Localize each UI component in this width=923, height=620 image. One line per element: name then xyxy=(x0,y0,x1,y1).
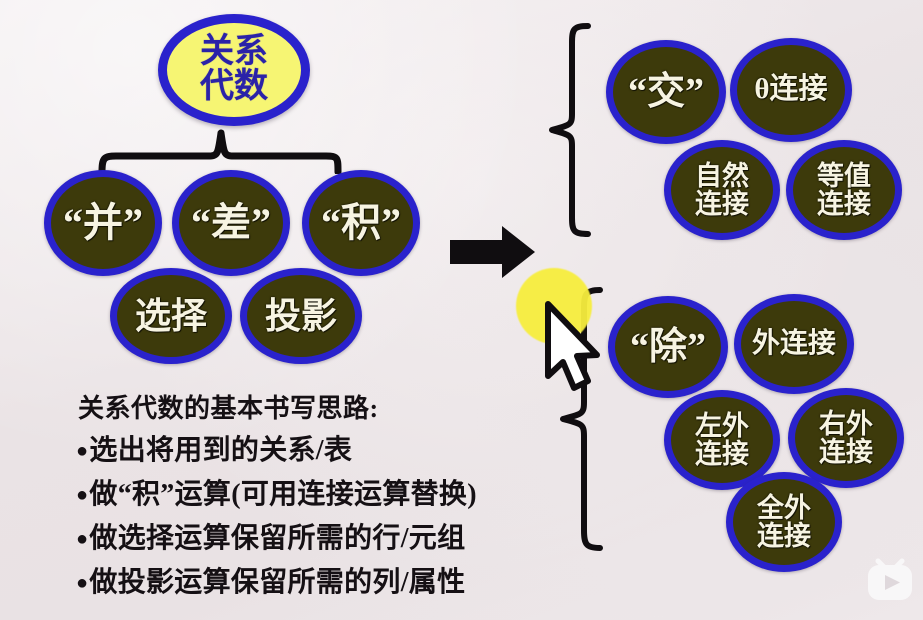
node-intersection-label: “交” xyxy=(627,70,704,113)
notes-item-text: 选出将用到的关系/表 xyxy=(89,435,353,466)
node-full-outer-join-label-line1: 全外 xyxy=(757,492,811,523)
node-union[interactable]: “并” xyxy=(44,170,162,276)
notes-heading: 关系代数的基本书写思路: xyxy=(78,394,379,423)
node-right-outer-join[interactable]: 右外 连接 xyxy=(788,388,904,488)
node-right-outer-join-label-line2: 连接 xyxy=(819,437,873,467)
bullet-marker-icon: ● xyxy=(76,572,89,594)
node-full-outer-join[interactable]: 全外 连接 xyxy=(726,472,842,572)
node-left-outer-join-label-line2: 连接 xyxy=(695,439,749,469)
node-selection[interactable]: 选择 xyxy=(110,268,232,364)
node-root-label-line1: 关系 xyxy=(200,33,268,71)
node-natural-join[interactable]: 自然 连接 xyxy=(664,140,780,240)
notes-item-text: 做“积”运算(可用连接运算替换) xyxy=(89,479,477,510)
node-product[interactable]: “积” xyxy=(302,170,420,276)
node-equijoin[interactable]: 等值 连接 xyxy=(786,140,902,240)
bullet-marker-icon: ● xyxy=(76,528,89,550)
node-intersection[interactable]: “交” xyxy=(606,40,726,144)
notes-item-text: 做选择运算保留所需的行/元组 xyxy=(89,523,466,554)
node-root-label-line2: 代数 xyxy=(200,68,268,105)
node-theta-join[interactable]: θ连接 xyxy=(730,38,852,142)
node-outer-join[interactable]: 外连接 xyxy=(734,294,854,394)
notes-item: ●做投影运算保留所需的列/属性 xyxy=(76,560,506,600)
node-selection-label: 选择 xyxy=(134,295,207,336)
node-left-outer-join-label-line1: 左外 xyxy=(695,410,749,441)
right-arrow-icon xyxy=(450,226,535,278)
node-left-outer-join[interactable]: 左外 连接 xyxy=(664,390,780,490)
click-highlight-icon xyxy=(516,268,592,344)
node-difference[interactable]: “差” xyxy=(172,170,290,276)
notes-item: ●做“积”运算(可用连接运算替换) xyxy=(76,472,506,512)
notes-item-text: 做投影运算保留所需的列/属性 xyxy=(89,567,466,598)
notes-item: ●做选择运算保留所需的行/元组 xyxy=(76,516,506,556)
node-difference-label: “差” xyxy=(191,199,271,245)
brace-join-group xyxy=(549,23,591,237)
tv-play-logo-icon xyxy=(868,558,912,600)
node-right-outer-join-label-line1: 右外 xyxy=(819,408,873,439)
node-projection-label: 投影 xyxy=(264,295,337,336)
node-root-relational-algebra[interactable]: 关系 代数 xyxy=(158,14,310,126)
node-equijoin-label-line1: 等值 xyxy=(817,160,871,191)
bullet-marker-icon: ● xyxy=(76,484,89,506)
notes-item: ●选出将用到的关系/表 xyxy=(76,428,506,468)
node-natural-join-label-line1: 自然 xyxy=(695,160,749,191)
node-outer-join-label: 外连接 xyxy=(751,327,836,359)
node-division-label: “除” xyxy=(629,325,706,368)
node-theta-join-label: θ连接 xyxy=(754,73,828,106)
node-projection[interactable]: 投影 xyxy=(240,268,362,364)
brace-root-to-basic-ops xyxy=(98,129,342,174)
node-division[interactable]: “除” xyxy=(608,296,728,398)
node-natural-join-label-line2: 连接 xyxy=(695,189,749,219)
bullet-marker-icon: ● xyxy=(76,440,89,462)
node-union-label: “并” xyxy=(63,199,143,245)
node-full-outer-join-label-line2: 连接 xyxy=(757,521,811,551)
node-equijoin-label-line2: 连接 xyxy=(817,189,871,219)
node-product-label: “积” xyxy=(321,199,401,245)
notes-block: 关系代数的基本书写思路: ●选出将用到的关系/表 ●做“积”运算(可用连接运算替… xyxy=(76,388,506,604)
